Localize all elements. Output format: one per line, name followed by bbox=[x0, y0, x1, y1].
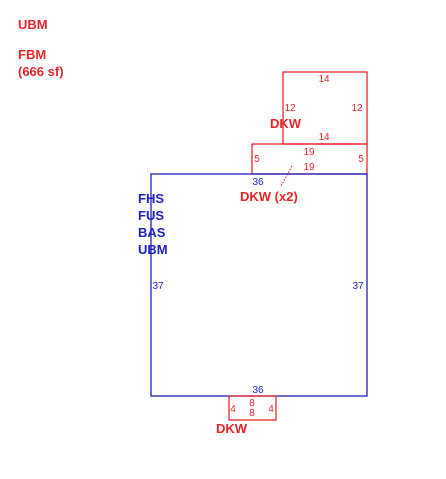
deck-middle-dim-top: 19 bbox=[303, 147, 315, 158]
deck-upper-dim-right: 12 bbox=[351, 103, 363, 114]
top-label-ubm: UBM bbox=[18, 17, 48, 32]
main-area-dim-bottom: 36 bbox=[252, 385, 264, 396]
deck-upper-dim-bottom: 14 bbox=[318, 132, 330, 143]
deck-upper-dim-left: 12 bbox=[284, 103, 296, 114]
top-label-area: (666 sf) bbox=[18, 64, 64, 79]
deck-lower-label: DKW bbox=[216, 421, 248, 436]
deck-middle-dim-left: 5 bbox=[254, 154, 260, 165]
deck-lower-dim-right: 4 bbox=[268, 404, 274, 415]
deck-lower-dim-bottom: 8 bbox=[249, 408, 255, 419]
main-area-label-bas: BAS bbox=[138, 225, 166, 240]
top-label-fbm: FBM bbox=[18, 47, 46, 62]
main-area-outline bbox=[150, 173, 368, 397]
main-area-label-ubm: UBM bbox=[138, 242, 168, 257]
main-area-dim-right: 37 bbox=[352, 281, 364, 292]
deck-middle-dim-right: 5 bbox=[358, 154, 364, 165]
main-area-label-fus: FUS bbox=[138, 208, 164, 223]
deck-lower-outline bbox=[228, 395, 277, 421]
main-area-dim-left: 37 bbox=[152, 281, 164, 292]
deck-middle-label: DKW (x2) bbox=[240, 189, 298, 204]
deck-upper-label: DKW bbox=[270, 116, 302, 131]
deck-middle-dim-bottom: 19 bbox=[303, 162, 315, 173]
deck-middle-leader bbox=[280, 165, 293, 187]
deck-lower-dim-top: 8 bbox=[249, 398, 255, 409]
main-area-dim-top: 36 bbox=[252, 177, 264, 188]
deck-upper-dim-top: 14 bbox=[318, 74, 330, 85]
deck-lower-dim-left: 4 bbox=[230, 404, 236, 415]
main-area-label-fhs: FHS bbox=[138, 191, 164, 206]
